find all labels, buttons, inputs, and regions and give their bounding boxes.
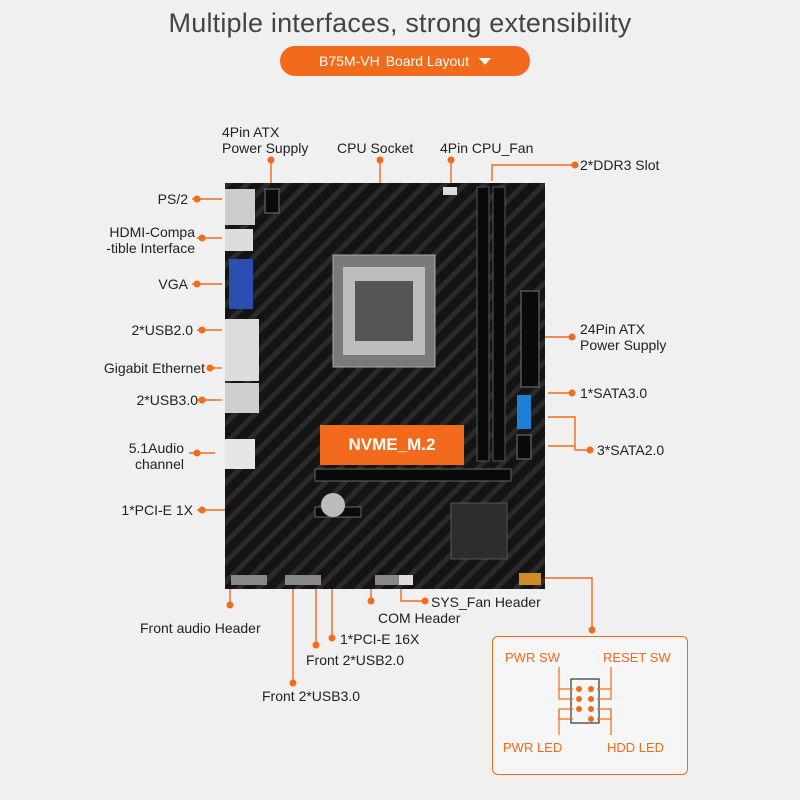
panel-reset-sw: RESET SW (603, 650, 671, 665)
label-4pin-atx-line1: 4Pin ATX (222, 124, 280, 140)
label-usb20: 2*USB2.0 (131, 322, 193, 338)
chevron-down-icon (478, 57, 491, 65)
label-usb30: 2*USB3.0 (136, 392, 198, 408)
label-24pin-atx-line2: Power Supply (580, 337, 667, 353)
label-front-usb30: Front 2*USB3.0 (262, 688, 361, 704)
label-ddr3-slot: 2*DDR3 Slot (580, 157, 660, 173)
nvme-m2-slot: NVME_M.2 (320, 425, 464, 465)
label-audio-line2: channel (134, 456, 184, 472)
label-24pin-atx: 24Pin ATX Power Supply (580, 321, 666, 353)
label-4pin-atx-line2: Power Supply (222, 140, 309, 156)
board-model: B75M-VH (319, 53, 380, 69)
label-hdmi: HDMI-Compa -tible Interface (60, 224, 195, 256)
label-ethernet: Gigabit Ethernet (103, 360, 205, 376)
label-ps2: PS/2 (157, 191, 188, 207)
front-panel-header-detail: PWR SW RESET SW PWR LED HDD LED (492, 636, 688, 775)
label-audio-line1: 5.1Audio (128, 440, 184, 456)
label-sata2: 3*SATA2.0 (597, 442, 665, 458)
label-front-audio-header: Front audio Header (140, 620, 261, 636)
motherboard-image (225, 183, 545, 589)
panel-pwr-led: PWR LED (503, 740, 563, 755)
label-4pin-atx: 4Pin ATX Power Supply (222, 124, 308, 156)
label-audio-channel: 5.1Audio channel (100, 440, 184, 472)
panel-hdd-led: HDD LED (607, 740, 665, 755)
board-layout-button[interactable]: B75M-VH Board Layout (280, 46, 530, 76)
label-cpu-socket: CPU Socket (337, 140, 414, 156)
label-pcie-16x: 1*PCI-E 16X (340, 631, 420, 647)
label-cpu-fan: 4Pin CPU_Fan (440, 140, 534, 156)
label-com-header: COM Header (378, 610, 461, 626)
label-sata3: 1*SATA3.0 (580, 385, 648, 401)
label-pcie-1x: 1*PCI-E 1X (121, 502, 193, 518)
page-title: Multiple interfaces, strong extensibilit… (168, 8, 632, 38)
label-sys-fan-header: SYS_Fan Header (431, 594, 541, 610)
panel-pwr-sw: PWR SW (505, 650, 560, 665)
label-hdmi-line2: -tible Interface (106, 240, 195, 256)
front-panel-pin-diagram (558, 667, 612, 735)
label-front-usb20: Front 2*USB2.0 (306, 652, 405, 668)
label-vga: VGA (158, 276, 188, 292)
label-24pin-atx-line1: 24Pin ATX (580, 321, 646, 337)
label-hdmi-line1: HDMI-Compa (109, 224, 195, 240)
motherboard-graphic (225, 183, 545, 589)
board-layout-label: Board Layout (385, 53, 469, 69)
